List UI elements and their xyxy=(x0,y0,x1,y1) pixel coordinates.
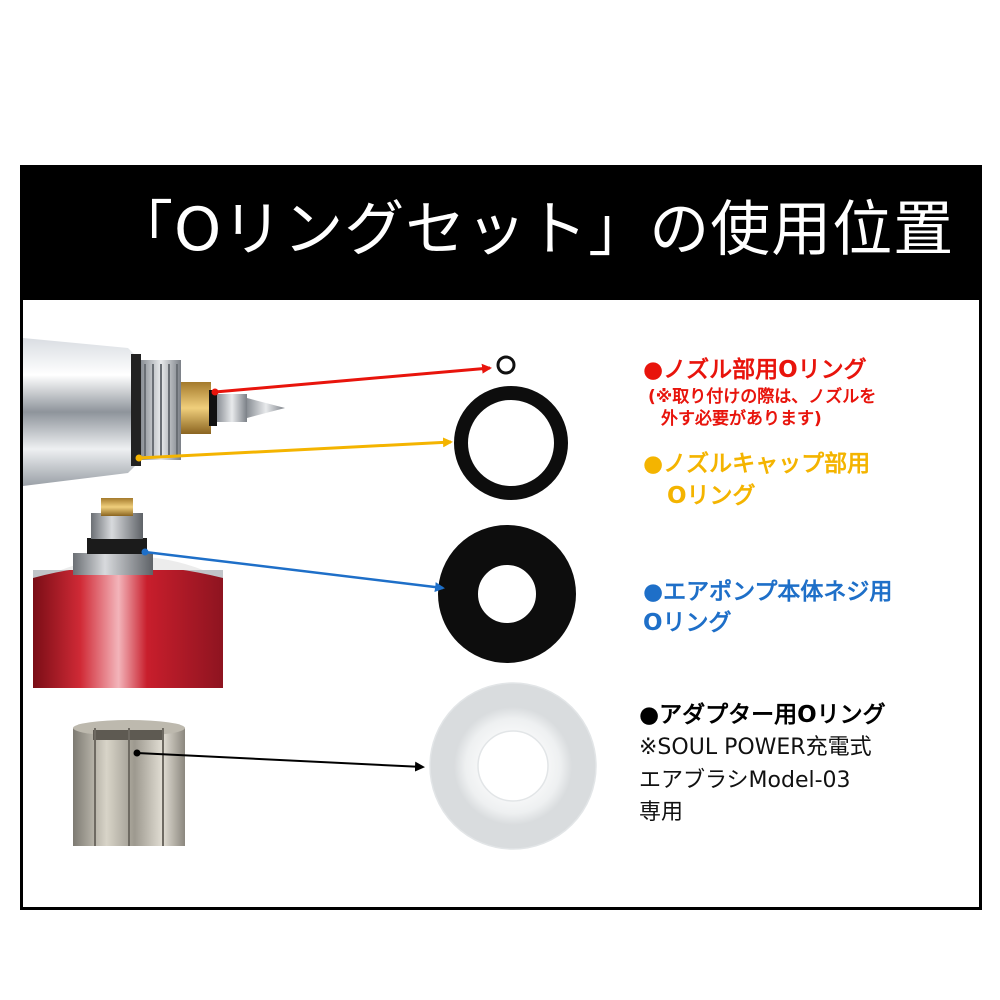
air-pump-label-1: ●エアポンプ本体ネジ用 xyxy=(643,579,893,605)
nozzle-label-note-2: 外す必要があります) xyxy=(661,409,822,429)
nozzle-label-title: ●ノズル部用Oリング xyxy=(643,357,867,383)
nozzle-label-note-1: (※取り付けの際は、ノズルを xyxy=(648,387,877,407)
white-clear-o-ring xyxy=(429,682,597,850)
thick-black-o-ring xyxy=(438,525,576,663)
illustration-layer xyxy=(23,338,597,850)
airbrush-photo xyxy=(23,338,285,486)
medium-black-o-ring xyxy=(454,386,568,500)
metal-adapter-photo xyxy=(73,720,185,846)
adapter-label-line-2: エアブラシModel-03 xyxy=(639,768,851,793)
air-pump-label-2: Oリング xyxy=(643,610,732,636)
nozzle-cap-arrow xyxy=(135,437,453,462)
nozzle-cap-label-2: Oリング xyxy=(667,483,756,509)
small-black-o-ring xyxy=(496,355,516,375)
adapter-label-line-3: 専用 xyxy=(639,800,684,825)
adapter-label-line-1: ※SOUL POWER充電式 xyxy=(639,735,872,760)
page-title: 「Oリングセット」の使用位置 xyxy=(113,195,955,265)
diagram-frame: 「Oリングセット」の使用位置 xyxy=(20,165,982,910)
adapter-label-title: ●アダプター用Oリング xyxy=(639,702,886,728)
adapter-arrow xyxy=(133,749,425,772)
header-bar: 「Oリングセット」の使用位置 xyxy=(23,168,979,300)
air-pump-arrow xyxy=(141,548,445,593)
nozzle-arrow xyxy=(211,363,492,396)
red-pump-tank-photo xyxy=(33,498,223,688)
nozzle-cap-label-1: ●ノズルキャップ部用 xyxy=(643,451,871,477)
